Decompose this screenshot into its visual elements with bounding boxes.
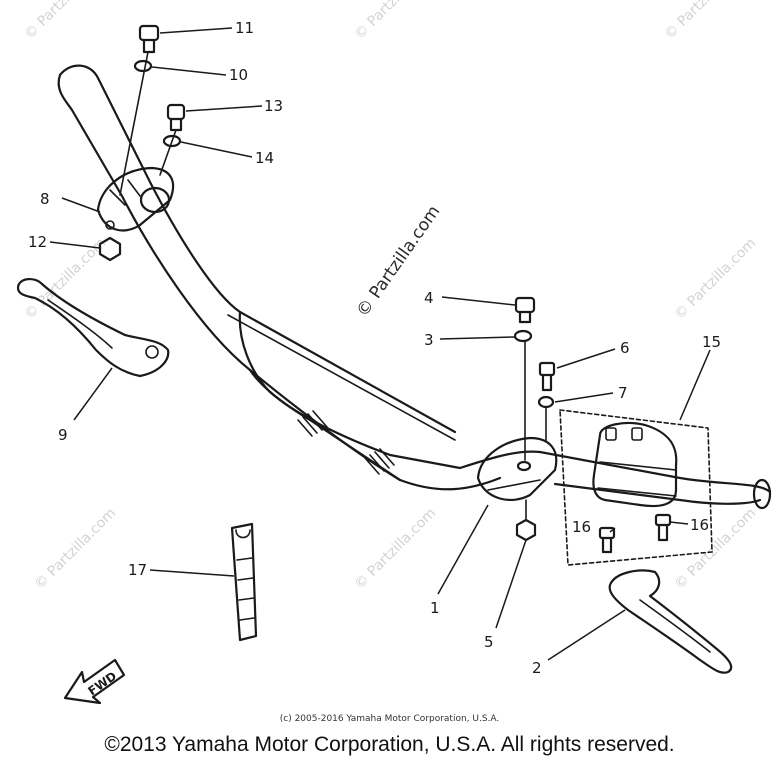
bolt-6 [538,361,556,392]
callout-17: 17 [128,561,147,579]
watermark: © Partzilla.com [32,505,120,593]
callout-7: 7 [618,384,628,402]
callout-3: 3 [424,331,434,349]
washer-14 [162,134,182,148]
callout-10: 10 [229,66,248,84]
callout-15: 15 [702,333,721,351]
clamp-left [96,166,175,232]
callout-1: 1 [430,599,440,617]
callout-6: 6 [620,339,630,357]
watermark: © Partzilla.com [352,0,440,43]
bolt-4 [514,296,536,324]
callout-5: 5 [484,633,494,651]
callout-labels: 11 10 13 14 8 12 9 4 3 6 7 15 16 16 17 1… [28,19,721,677]
bolt-13 [166,103,186,132]
callout-8: 8 [40,190,50,208]
bolt-11 [138,24,160,54]
clamp-right [476,436,558,502]
watermark: © Partzilla.com [672,505,760,593]
callout-4: 4 [424,289,434,307]
leader-lines [49,27,711,661]
screw-16-right [654,513,672,542]
callout-14: 14 [255,149,274,167]
fwd-arrow: FWD [63,658,126,705]
callout-16-right: 16 [690,516,709,534]
nut-5 [515,518,537,542]
watermark-layer: © Partzilla.com © Partzilla.com © Partzi… [22,0,760,593]
watermark: © Partzilla.com [352,505,440,593]
callout-9: 9 [58,426,68,444]
small-copyright: (c) 2005-2016 Yamaha Motor Corporation, … [279,714,500,724]
switch-assembly [559,409,713,566]
callout-11: 11 [235,19,254,37]
callout-2: 2 [532,659,542,677]
watermark: © Partzilla.com [672,235,760,323]
lever-left [16,278,170,378]
screw-16-left [598,526,616,554]
washer-3 [513,329,533,343]
watermark: © Partzilla.com [22,0,110,43]
lever-right [608,569,733,674]
callout-13: 13 [264,97,283,115]
washer-7 [537,395,555,409]
strap [230,522,258,642]
nut-12 [98,236,122,262]
callout-16-left: 16 [572,518,591,536]
watermark: © Partzilla.com [662,0,750,43]
handlebar [57,64,772,510]
callout-12: 12 [28,233,47,251]
fwd-label: FWD [85,669,119,698]
copyright-footer: ©2013 Yamaha Motor Corporation, U.S.A. A… [104,733,675,756]
washer-10 [133,59,153,73]
